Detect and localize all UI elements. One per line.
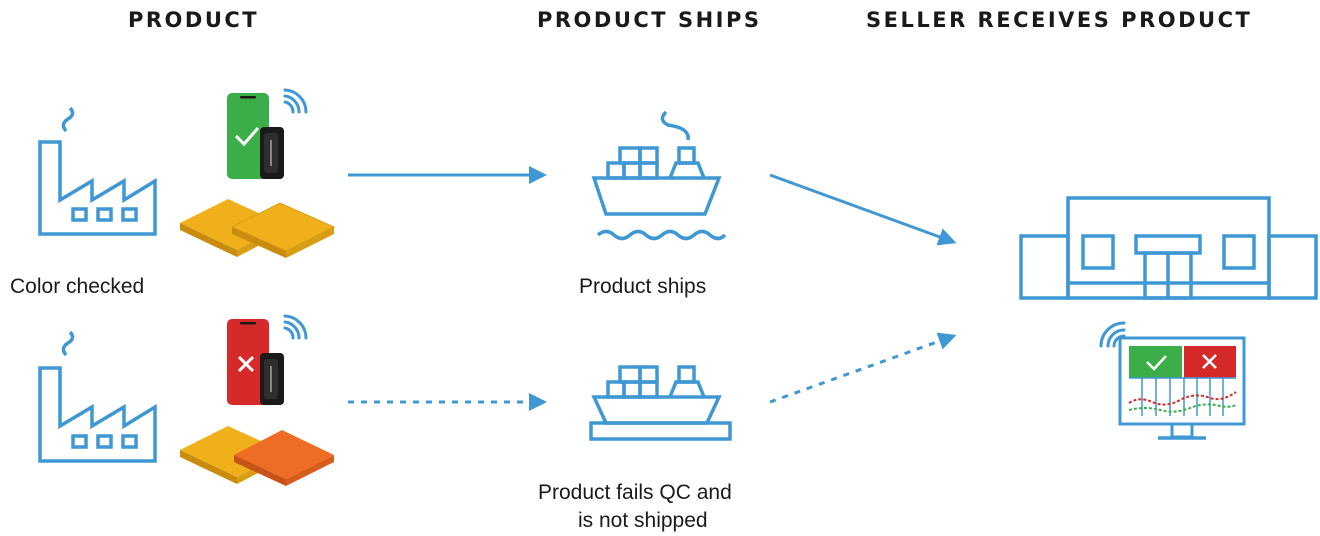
arrow-ship-to-seller (769, 173, 957, 246)
wifi-signal-icon (283, 314, 308, 340)
factory-icon (38, 106, 157, 236)
caption-product-ships: Product ships (579, 275, 707, 298)
monitor-dashboard-icon (1118, 336, 1246, 440)
caption-fails-qc-line2: is not shipped (578, 509, 708, 532)
color-swatch-icon (180, 199, 336, 258)
phone-pass-icon (227, 93, 269, 179)
caption-color-checked: Color checked (10, 275, 145, 298)
cargo-ship-docked-icon (589, 365, 732, 441)
wifi-signal-icon (1099, 321, 1126, 348)
header-product-ships: PRODUCT SHIPS (537, 8, 762, 32)
header-product: PRODUCT (128, 8, 260, 32)
wifi-signal-icon (283, 88, 308, 114)
caption-fails-qc-line1: Product fails QC and (538, 481, 732, 504)
colorimeter-icon (260, 127, 284, 179)
cargo-ship-icon (591, 110, 727, 241)
header-seller-receives-product: SELLER RECEIVES PRODUCT (866, 8, 1253, 32)
factory-icon (38, 330, 157, 463)
color-swatch-icon (180, 426, 334, 486)
phone-fail-icon (227, 319, 269, 405)
arrow-ship-to-seller-dashed (769, 332, 957, 404)
storefront-icon (1019, 196, 1318, 300)
colorimeter-icon (260, 353, 284, 405)
